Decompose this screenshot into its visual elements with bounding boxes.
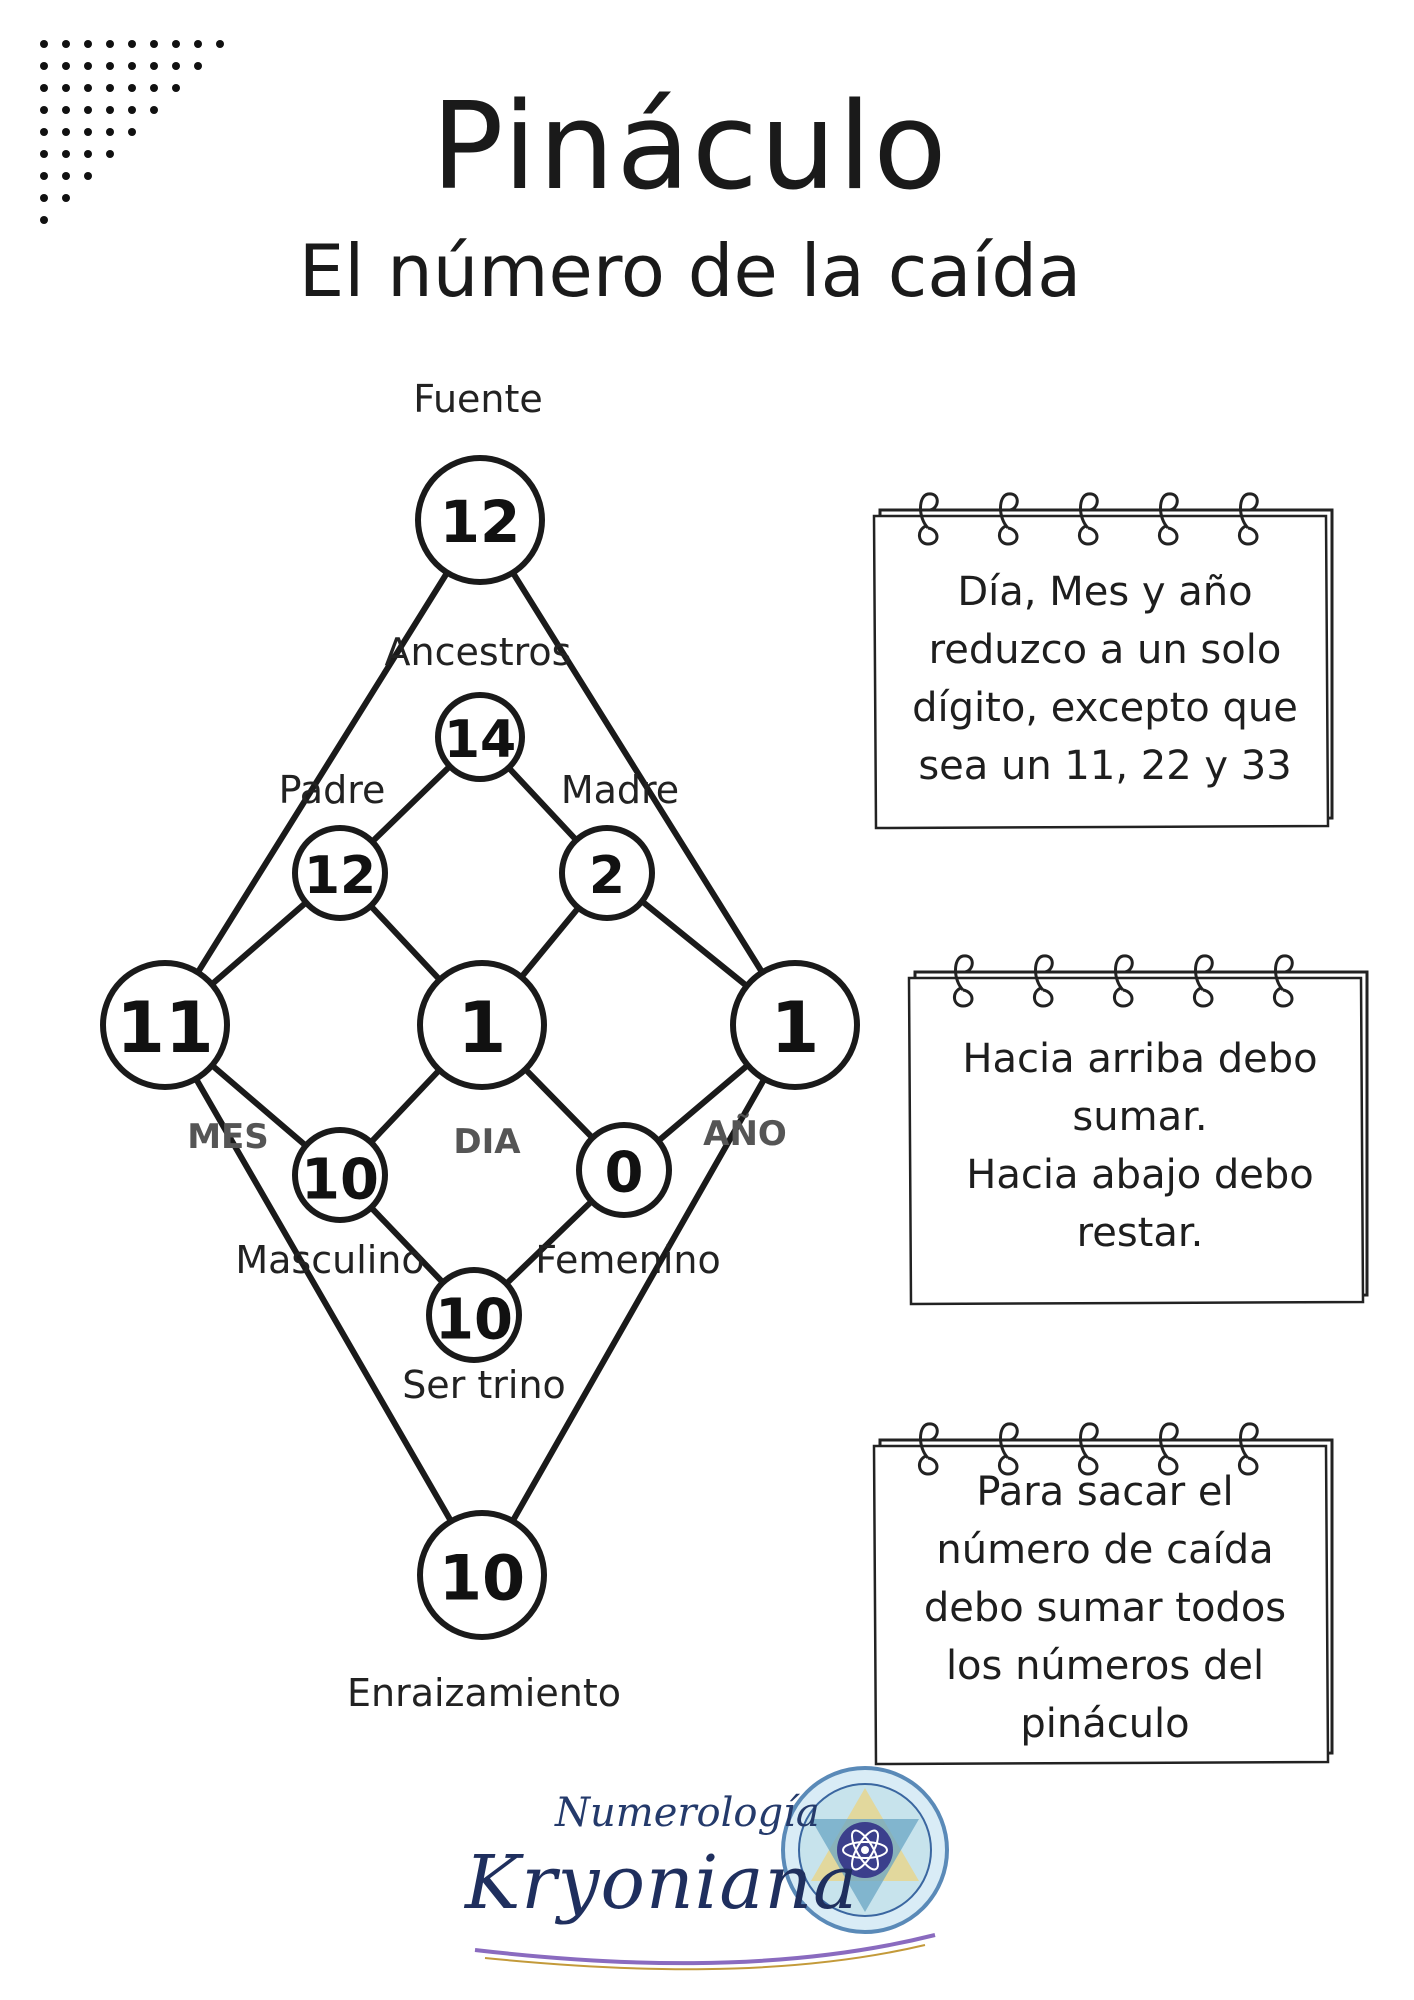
mandala-icon — [781, 1766, 949, 1934]
note-text-3: Para sacar el número de caída debo sumar… — [923, 1469, 1287, 1747]
label-masculino: Masculino — [235, 1238, 424, 1282]
label-padre: Padre — [279, 768, 386, 812]
note-card-3: Para sacar el número de caída debo sumar… — [870, 1418, 1340, 1768]
spiral-notepad-frame — [907, 954, 1369, 1306]
edge-anio-enraizamiento — [479, 1022, 798, 1578]
node-femenino-circle — [576, 1122, 672, 1218]
node-dia-circle — [417, 960, 547, 1090]
logo-text-line1: Numerología — [555, 1790, 820, 1836]
logo-text-line2: Kryoniana — [465, 1840, 859, 1926]
edge-fuente-anio — [477, 517, 798, 1028]
edge-fuente-mes — [162, 517, 483, 1028]
label-dia: DIA — [453, 1122, 521, 1162]
spiral-notepad-frame — [872, 492, 1334, 830]
node-masculino-value: 10 — [301, 1148, 379, 1213]
page-subtitle: El número de la caída — [298, 229, 1082, 313]
node-ancestros-circle — [435, 692, 525, 782]
label-fuente: Fuente — [413, 377, 543, 421]
label-enraizamiento: Enraizamiento — [347, 1671, 621, 1715]
label-ancestros: Ancestros — [385, 630, 572, 674]
node-fuente-value: 12 — [440, 488, 521, 556]
spiral-notepad-frame — [872, 1422, 1334, 1766]
brand-logo: Numerología Kryoniana — [455, 1760, 975, 1980]
node-enraizamiento-circle — [417, 1510, 547, 1640]
label-anio: AÑO — [703, 1113, 787, 1154]
node-madre-circle — [559, 825, 655, 921]
label-femenino: Femenino — [535, 1238, 721, 1282]
node-sertrino-circle — [426, 1267, 522, 1363]
note-card-1: Día, Mes y año reduzco a un solo dígito,… — [870, 488, 1340, 833]
note-text-2: Hacia arriba debo sumar. Hacia abajo deb… — [962, 1036, 1318, 1256]
node-mes-circle — [100, 960, 230, 1090]
node-enraizamiento-value: 10 — [439, 1542, 525, 1615]
logo-swoosh — [474, 1766, 949, 1971]
node-fuente-circle — [415, 455, 545, 585]
node-anio-value: 1 — [771, 987, 820, 1069]
label-mes: MES — [187, 1117, 269, 1157]
edge-mes-enraizamiento — [162, 1022, 485, 1578]
node-madre-value: 2 — [589, 846, 625, 906]
node-masculino-circle — [292, 1127, 388, 1223]
node-dia-value: 1 — [458, 987, 507, 1069]
node-ancestros-value: 14 — [444, 710, 516, 770]
dot-pattern-decoration — [40, 40, 224, 224]
note-card-2: Hacia arriba debo sumar. Hacia abajo deb… — [905, 950, 1375, 1308]
label-ser-trino: Ser trino — [402, 1363, 566, 1407]
pinnacle-diagram: 12 14 12 2 11 1 1 10 0 10 10 Fuente Ance… — [100, 377, 860, 1715]
node-padre-circle — [292, 825, 388, 921]
node-anio-circle — [730, 960, 860, 1090]
label-madre: Madre — [561, 768, 679, 812]
note-text-1: Día, Mes y año reduzco a un solo dígito,… — [912, 569, 1298, 789]
node-femenino-value: 0 — [605, 1141, 644, 1206]
node-padre-value: 12 — [304, 846, 376, 906]
node-mes-value: 11 — [116, 987, 213, 1069]
node-sertrino-value: 10 — [435, 1288, 513, 1353]
page-title: Pináculo — [431, 78, 949, 217]
